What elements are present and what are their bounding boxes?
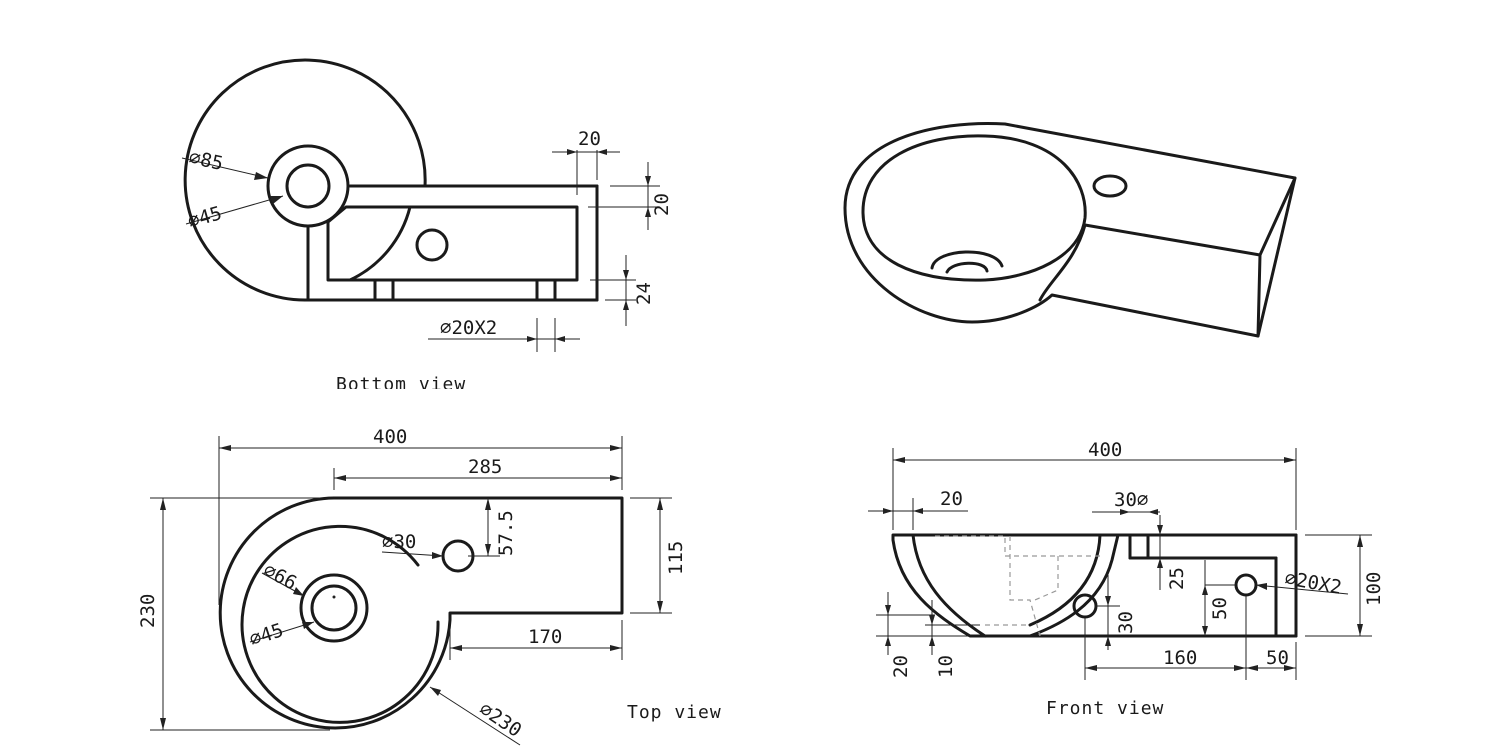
dim-front-h30: 30 (1115, 611, 1137, 634)
dim-front-h25: 25 (1166, 567, 1188, 590)
front-view-dimensions: 400 20 30⌀ 25 50 30 (868, 439, 1385, 680)
dim-top-h57: 57.5 (495, 510, 517, 556)
dim-front-w400: 400 (1088, 439, 1122, 461)
dim-top-w400: 400 (373, 426, 407, 448)
dim-top-d230: 230 (485, 704, 526, 741)
svg-text:⌀230: ⌀230 (475, 698, 525, 742)
dim-top-w170: 170 (528, 626, 562, 648)
svg-text:⌀30: ⌀30 (382, 531, 416, 553)
bottom-view-outline (183, 58, 599, 302)
svg-text:30⌀: 30⌀ (1114, 489, 1148, 511)
dim-top-d45: 45 (258, 619, 287, 647)
dim-top-h230: 230 (137, 594, 159, 628)
dim-bottom-w20: 20 (578, 128, 601, 150)
dim-front-h10: 10 (935, 655, 957, 678)
dim-front-w50: 50 (1266, 647, 1289, 669)
dim-front-d30: 30 (1114, 489, 1137, 511)
svg-text:⌀45: ⌀45 (185, 202, 224, 233)
top-view-caption: Top view (627, 702, 722, 723)
top-view-outline (218, 496, 624, 730)
dim-bottom-h24: 24 (633, 282, 655, 305)
front-view-caption: Front view (1046, 698, 1164, 719)
dim-top-w285: 285 (468, 456, 502, 478)
svg-text:⌀85: ⌀85 (187, 146, 225, 175)
dim-front-h100: 100 (1363, 572, 1385, 606)
dim-front-h20: 20 (890, 655, 912, 678)
top-view: 400 285 170 230 115 (137, 426, 722, 746)
svg-text:⌀45: ⌀45 (247, 619, 286, 651)
dim-bottom-d45: 45 (196, 202, 224, 229)
svg-text:⌀66: ⌀66 (260, 559, 301, 595)
dim-bottom-h20: 20 (651, 193, 673, 216)
dim-top-d30: 30 (393, 531, 416, 553)
dim-bottom-holes: 20X2 (451, 317, 497, 339)
dim-front-h50: 50 (1209, 597, 1231, 620)
dim-top-h115: 115 (665, 541, 687, 575)
dim-front-holes: 20X2 (1294, 569, 1343, 599)
dim-front-w20: 20 (940, 488, 963, 510)
svg-text:⌀20X2: ⌀20X2 (440, 317, 497, 339)
svg-text:⌀20X2: ⌀20X2 (1283, 567, 1343, 599)
isometric-view (843, 122, 1297, 338)
front-view: 400 20 30⌀ 25 50 30 (868, 439, 1385, 719)
bottom-view: ⌀85 ⌀45 20 20 24 (181, 58, 673, 401)
dim-bottom-d85: 85 (198, 149, 225, 175)
dim-front-w160: 160 (1163, 647, 1197, 669)
bottom-view-dimensions: ⌀85 ⌀45 20 20 24 (181, 128, 673, 352)
